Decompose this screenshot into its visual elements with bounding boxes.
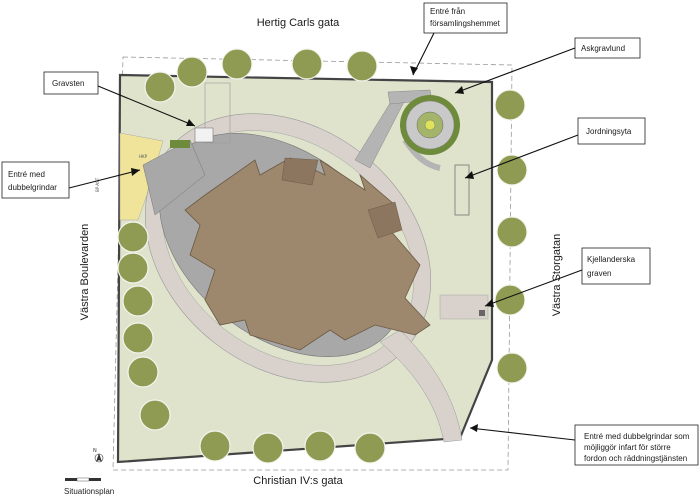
tree-row-south (199, 430, 386, 464)
building-wing-east (367, 201, 403, 239)
tree (199, 430, 231, 462)
building-wing-north (281, 157, 319, 186)
callout-west-entrance-line1: Entré med (8, 170, 45, 179)
plan-caption: Situationsplan (64, 487, 114, 496)
callout-south-gate-line3: fordon och räddningstjänsten (584, 454, 687, 463)
arrowhead (455, 86, 464, 94)
callout-south-gate-line1: Entré med dubbelgrindar som (584, 432, 690, 441)
tree (346, 50, 378, 82)
callout-south-gate-line2: möjliggör infart för större (584, 443, 671, 452)
callout-askgravlund-text: Askgravlund (581, 44, 625, 53)
arrowhead (485, 299, 494, 307)
north-letter: N (93, 448, 97, 454)
tree (252, 432, 284, 464)
street-east-label: Västra Storgatan (551, 234, 563, 317)
tree-row-north (144, 48, 378, 103)
callout-gravsten-arrow (97, 85, 196, 127)
tree-row-east (494, 89, 528, 384)
arrowhead (410, 66, 418, 75)
callout-north-entrance-box (423, 2, 508, 34)
tree (496, 352, 528, 384)
church-building (184, 157, 431, 351)
scale-bar (65, 477, 101, 482)
kjellanderska-grave-marker (479, 310, 485, 316)
tree (291, 48, 323, 80)
path-to-southeast-gate (379, 329, 463, 443)
callout-kjellanderska-line1: Kjellanderska (587, 255, 636, 264)
callout-jordningsyta-text: Jordningsyta (586, 127, 632, 136)
callout-jordningsyta-arrow (464, 134, 579, 179)
callout-south-gate-box (574, 424, 699, 466)
tree-row-west (117, 221, 171, 431)
tree (139, 399, 171, 431)
callout-gravsten-box (43, 71, 99, 95)
tree (494, 89, 526, 121)
callout-gravsten-text: Gravsten (52, 79, 84, 88)
tree (494, 284, 526, 316)
tree (122, 322, 154, 354)
tree (176, 56, 208, 88)
gravsten-planting (170, 140, 190, 148)
gravsten-marker (194, 127, 214, 143)
tree (117, 252, 149, 284)
callout-jordningsyta-box (577, 117, 646, 145)
tree (354, 432, 386, 464)
tree (304, 430, 336, 462)
hkp-label: HKP (139, 154, 148, 159)
entrance-code-label: BP-AST (95, 177, 100, 192)
tree (117, 221, 149, 253)
street-west-label: Västra Boulevarden (79, 224, 91, 321)
callout-askgravlund-arrow (454, 47, 576, 94)
street-north-label: Hertig Carls gata (257, 17, 340, 29)
tree (496, 154, 528, 186)
callout-kjellanderska-arrow (484, 269, 583, 307)
tree (127, 356, 159, 388)
tree (221, 48, 253, 80)
arrowhead (131, 168, 140, 176)
callout-west-entrance-box (1, 161, 70, 199)
callout-north-entrance-line2: församlingshemmet (430, 19, 501, 28)
callout-kjellanderska-line2: graven (587, 269, 611, 278)
arrowhead (470, 424, 478, 432)
callout-kjellanderska-box (581, 247, 651, 285)
callout-west-entrance-arrow (68, 169, 141, 189)
gravsten-area (204, 82, 231, 144)
askgravlund-center (424, 119, 436, 131)
property-boundary (112, 56, 513, 471)
arrowhead (465, 171, 474, 179)
tree (122, 285, 154, 317)
callout-north-entrance-line1: Entré från (430, 7, 465, 16)
callout-south-gate-arrow (469, 427, 576, 441)
tree (496, 216, 528, 248)
west-entrance-zone (119, 132, 164, 221)
street-south-label: Christian IV:s gata (253, 475, 343, 487)
tree (144, 71, 176, 103)
jordningsyta-area (454, 164, 470, 216)
west-paving (142, 139, 206, 216)
callout-west-entrance-line2: dubbelgrindar (8, 183, 57, 192)
north-arrow: N (93, 448, 104, 463)
arrowhead (186, 119, 195, 126)
